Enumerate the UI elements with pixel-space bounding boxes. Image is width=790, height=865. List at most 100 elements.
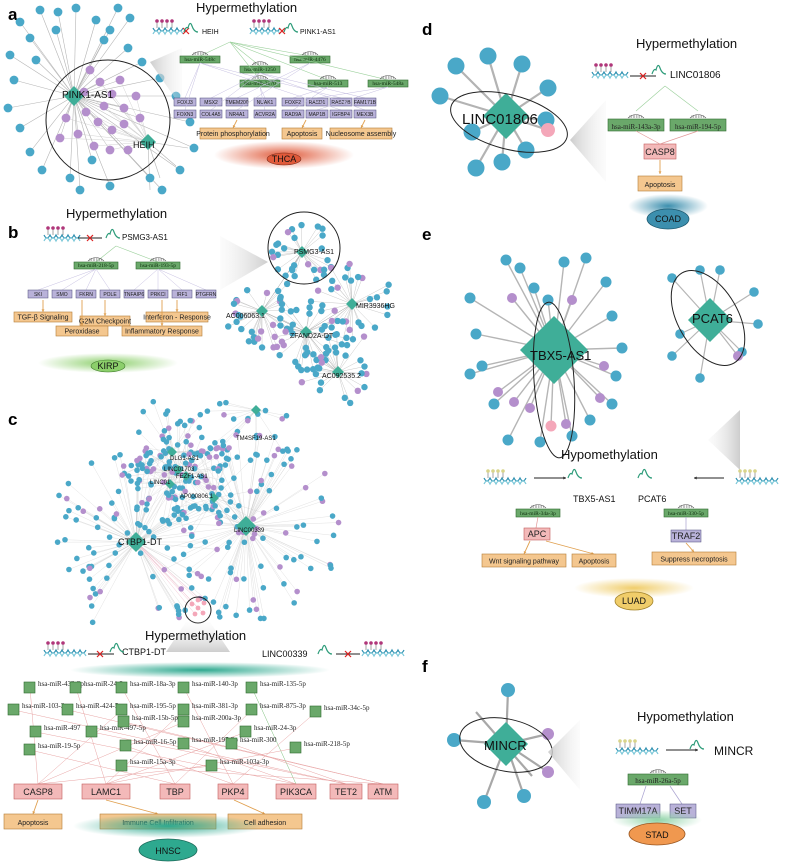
panel-f: f Hypomethylation MINCR MINCR hsa-miR-26… (422, 657, 754, 846)
network-edge (29, 37, 75, 97)
panel-f-network (447, 683, 554, 809)
gene-box-a-8 (173, 109, 197, 119)
gene-box-c-1 (81, 783, 131, 800)
network-node (90, 585, 96, 592)
mirna-label: hsa-miR-548c (184, 57, 216, 63)
hub-label-b-0: PSMG3-AS1 (294, 249, 334, 256)
network-node (66, 507, 72, 514)
network-edge (351, 277, 363, 305)
network-node (210, 599, 217, 605)
network-node (107, 89, 117, 99)
hub-label-b-4: AC092535.2 (322, 373, 361, 380)
network-edge (207, 409, 257, 412)
hairpin-linc00339 (317, 644, 333, 655)
panel-c: c TM4SF19-AS1DLG1-AS1LINC01703FEZF1-AS1L… (3, 398, 405, 862)
gene-box-c-3 (217, 783, 249, 800)
network-node (238, 325, 245, 333)
network-node (191, 465, 198, 472)
methyl-mark (609, 63, 613, 67)
mirna-box-a-5: hsa-miR-548a (367, 75, 409, 88)
network-node (715, 265, 725, 275)
dna-icon-linc01806 (591, 63, 629, 80)
network-node (278, 306, 285, 313)
network-node (9, 75, 19, 85)
mirna-label-c-10: hsa-miR-34c-5p (324, 704, 370, 712)
network-node (123, 43, 133, 53)
network-node (144, 468, 150, 475)
pathway-box-d-0 (637, 175, 683, 192)
mirna-link (229, 41, 261, 81)
mirna-label: hsa-miR-330-5p (668, 511, 704, 517)
network-node (92, 591, 99, 597)
mirna-label-c-6: hsa-miR-424-5p (76, 702, 122, 710)
panel-c-network: TM4SF19-AS1DLG1-AS1LINC01703FEZF1-AS1LIN… (54, 398, 342, 626)
dna-icon-mincr (615, 739, 659, 756)
network-edge (73, 95, 95, 147)
mirna-label-c-14: hsa-miR-200a-3p (192, 714, 241, 722)
network-edge (233, 409, 257, 420)
network-edge (318, 290, 353, 305)
network-node (327, 562, 334, 569)
network-node (280, 245, 288, 252)
network-node (198, 573, 205, 580)
network-edge (236, 525, 247, 616)
mirna-square-c-13 (117, 715, 130, 728)
network-node (338, 341, 345, 348)
network-edge (245, 466, 292, 527)
mirna-arc (319, 75, 337, 80)
network-node (269, 321, 277, 329)
network-edge (135, 511, 178, 543)
pathway-box-e-1 (571, 553, 617, 568)
network-node (65, 480, 72, 487)
network-edge (277, 251, 303, 270)
network-node (230, 416, 237, 422)
network-edge (164, 525, 247, 570)
network-edge (319, 371, 339, 391)
network-node (93, 117, 103, 127)
network-node (233, 318, 240, 326)
gene-label-b-3: POLE (103, 292, 117, 298)
network-node (205, 484, 212, 490)
network-node (120, 463, 127, 469)
network-node (254, 488, 260, 495)
network-node (322, 350, 330, 357)
network-node (251, 531, 258, 537)
network-edge (89, 541, 137, 598)
pathway-box-b-2 (145, 311, 209, 323)
luad-glow (574, 578, 694, 598)
network-node (539, 79, 557, 97)
methyl-mark (753, 469, 757, 473)
network-node (210, 484, 217, 491)
network-edge (19, 95, 75, 129)
network-edge (351, 284, 389, 305)
lnc-label-tbx5-as1: TBX5-AS1 (573, 494, 616, 504)
mirna-label-c-4: hsa-miR-135-5p (260, 680, 306, 688)
cancer-label-thca: THCA (272, 154, 297, 164)
mirna-label: hsa-miR-548a (372, 81, 404, 87)
gene-box-a-3 (253, 97, 277, 107)
network-node (584, 414, 596, 426)
hub-node-c-3 (167, 447, 177, 457)
network-node (75, 504, 81, 511)
network-node (319, 232, 326, 239)
gene-box-c-4 (275, 783, 317, 800)
network-edge (100, 541, 137, 592)
network-node (134, 467, 140, 474)
mirna-arc (251, 61, 269, 66)
network-node (298, 221, 305, 229)
network-node (302, 484, 309, 491)
network-edge (135, 541, 180, 618)
network-node (235, 529, 242, 536)
network-edge (55, 29, 75, 97)
network-node (268, 248, 276, 256)
mirna-label-c-15: hsa-miR-24-3p (254, 724, 297, 732)
hub-node-c-5 (165, 479, 175, 489)
network-node (164, 545, 171, 551)
mirna-square-c-3 (177, 681, 190, 694)
network-edge (213, 525, 247, 603)
network-edge (349, 263, 353, 305)
network-node (188, 533, 195, 539)
network-node (161, 566, 168, 573)
mirna-target-link (174, 709, 253, 785)
network-node (347, 277, 355, 284)
